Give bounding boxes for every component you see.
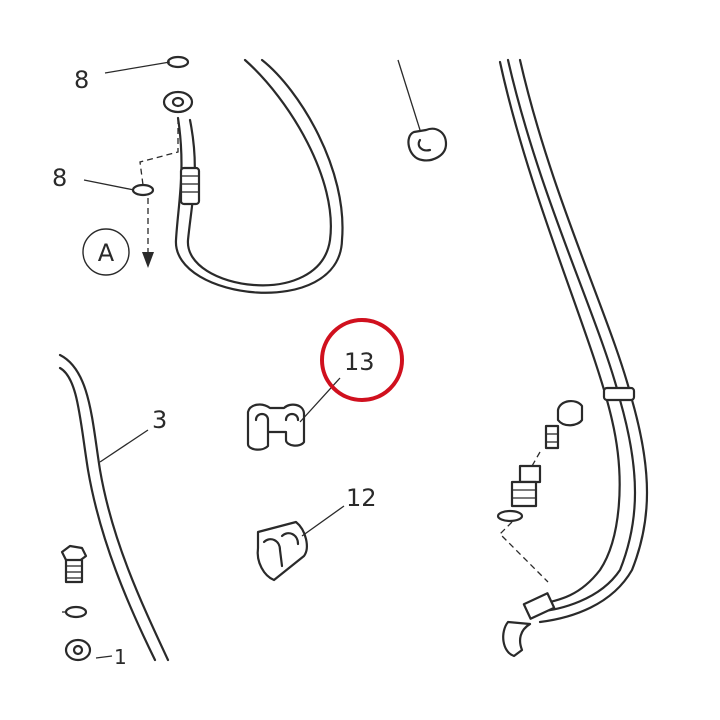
washer-top	[166, 55, 190, 69]
arrow-head-down	[142, 252, 154, 268]
leader-8-top	[104, 61, 171, 74]
leader-1-partial	[95, 655, 113, 659]
brake-hose-upper-left	[162, 58, 344, 294]
bleeder-cap	[556, 400, 584, 427]
assembly-line-right	[499, 451, 549, 583]
label-8-left: 8	[52, 164, 67, 192]
washer-bottom-left	[64, 605, 88, 619]
label-12: 12	[346, 484, 377, 512]
washer-left	[131, 183, 155, 197]
bleeder-screw	[544, 424, 560, 450]
hose-clamp-top	[397, 59, 448, 162]
label-3: 3	[152, 406, 167, 434]
clip-12	[256, 520, 308, 582]
adapter-fitting	[510, 464, 542, 508]
label-1-partial: 1	[114, 645, 127, 669]
label-13: 13	[344, 348, 375, 376]
brake-hose-left	[58, 353, 170, 662]
brake-hose-right	[498, 58, 649, 624]
leader-12	[301, 505, 345, 537]
clip-13	[246, 403, 306, 451]
label-8-top: 8	[74, 66, 89, 94]
washer-right	[496, 509, 524, 523]
view-marker-label: A	[98, 239, 115, 267]
leader-8-left	[83, 179, 135, 191]
highlight-ring	[320, 318, 404, 402]
banjo-bolt	[60, 544, 88, 584]
banjo-fitting-bottom	[64, 638, 92, 662]
hose-end-fitting-right	[502, 592, 556, 658]
leader-13	[299, 377, 341, 423]
view-marker-circle	[82, 228, 130, 276]
leader-3	[99, 429, 149, 463]
assembly-line-upper	[139, 118, 179, 186]
